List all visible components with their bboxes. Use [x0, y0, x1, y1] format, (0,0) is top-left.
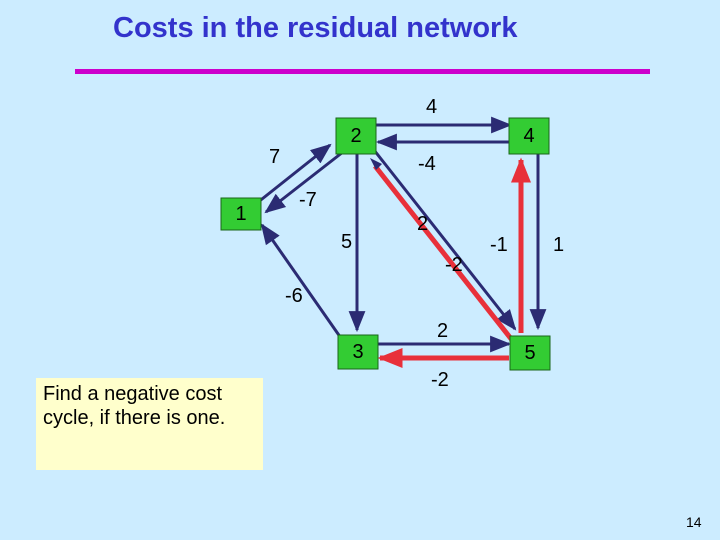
- node-2: 2: [335, 117, 377, 155]
- edge-label-4-to-2: -4: [418, 153, 436, 175]
- edge-5-to-2-arrowhead: [370, 158, 382, 170]
- edge-label-3-to-1: -6: [285, 285, 303, 307]
- node-3-label: 3: [352, 341, 363, 363]
- node-4-label: 4: [523, 125, 534, 147]
- instruction-note: Find a negative cost cycle, if there is …: [36, 378, 263, 470]
- edge-label-1-to-2: 7: [269, 146, 280, 168]
- edge-label-5-to-3: -2: [431, 369, 449, 391]
- node-3: 3: [337, 334, 379, 370]
- node-5: 5: [509, 335, 551, 371]
- edge-label-2-to-1: -7: [299, 189, 317, 211]
- edge-label-5-to-4: -1: [490, 234, 508, 256]
- edge-label-2-to-5: 2: [417, 213, 428, 235]
- node-1-label: 1: [235, 203, 246, 225]
- node-1: 1: [220, 197, 262, 231]
- edge-label-5-to-2: -2: [445, 254, 463, 276]
- node-2-label: 2: [350, 125, 361, 147]
- edge-label-2-to-4: 4: [426, 96, 437, 118]
- edge-label-2-to-3: 5: [341, 231, 352, 253]
- edge-label-4-to-5: 1: [553, 234, 564, 256]
- title-underline: [75, 69, 650, 74]
- edge-2-to-5: [372, 149, 517, 331]
- node-4: 4: [508, 117, 550, 155]
- page-number: 14: [686, 514, 702, 530]
- edge-5-to-2: [373, 164, 514, 342]
- edge-2-to-1: [264, 150, 344, 214]
- slide-title: Costs in the residual network: [113, 12, 518, 44]
- edge-label-3-to-5: 2: [437, 320, 448, 342]
- edge-3-to-1: [260, 223, 345, 342]
- edge-1-to-2: [256, 143, 332, 205]
- node-5-label: 5: [524, 342, 535, 364]
